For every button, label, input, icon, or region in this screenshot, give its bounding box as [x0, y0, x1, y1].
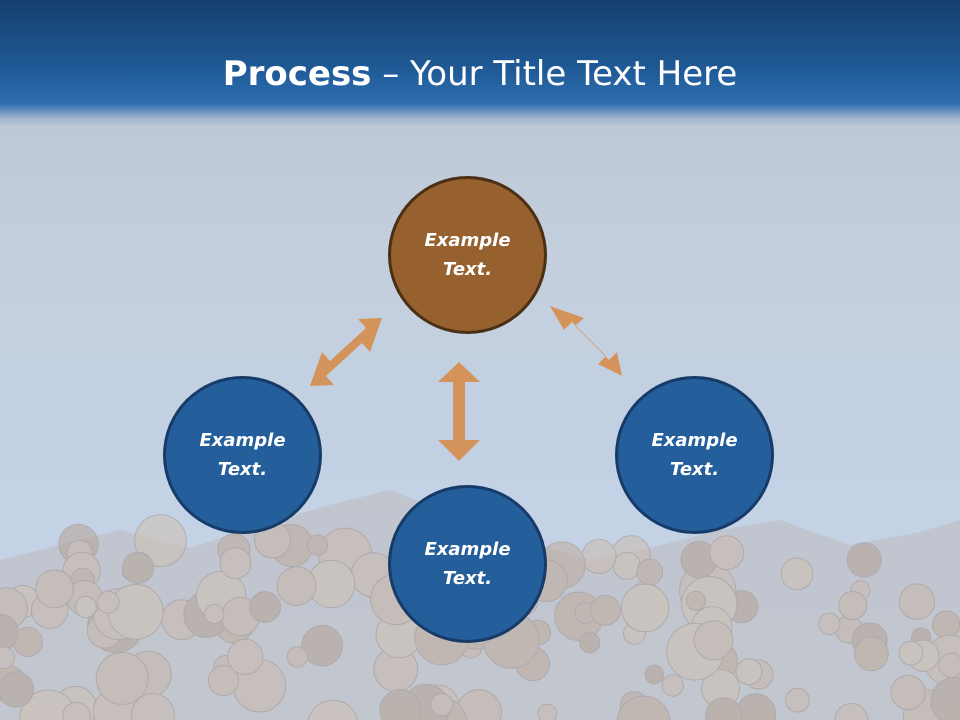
log-end	[306, 534, 329, 556]
log-end	[589, 594, 621, 626]
log-end	[898, 583, 936, 621]
log-end	[249, 591, 282, 623]
log-end	[74, 595, 97, 619]
log-end	[35, 569, 74, 609]
log-end	[134, 514, 187, 567]
log-end	[62, 701, 91, 720]
log-end	[219, 547, 252, 580]
title-bold-text: Process	[222, 54, 372, 94]
log-end	[131, 693, 175, 720]
log-end	[0, 671, 35, 708]
process-node-top: Example Text.	[388, 176, 547, 334]
node-label: Example Text.	[424, 539, 511, 589]
log-end	[620, 583, 670, 633]
log-end	[227, 638, 264, 676]
log-end	[204, 604, 225, 625]
log-end	[709, 535, 745, 571]
log-end	[122, 551, 155, 585]
log-end	[661, 674, 684, 697]
node-label: Example Text.	[424, 230, 511, 280]
log-end	[693, 620, 734, 661]
log-end	[430, 692, 454, 717]
process-node-bottom: Example Text.	[388, 485, 547, 643]
log-end	[930, 676, 960, 720]
log-end	[286, 646, 309, 668]
log-end	[0, 646, 16, 670]
log-end	[818, 612, 841, 635]
log-end	[898, 640, 924, 666]
double-arrow-top-left	[310, 318, 382, 386]
log-end	[537, 703, 558, 720]
log-end	[735, 658, 763, 686]
log-end	[644, 664, 665, 685]
log-end	[301, 624, 344, 667]
log-end	[96, 590, 120, 614]
log-end	[705, 697, 743, 720]
log-end	[579, 632, 601, 654]
slide-title: Process – Your Title Text Here	[0, 52, 960, 96]
title-band	[0, 0, 960, 126]
log-end	[785, 687, 810, 713]
log-end	[616, 695, 671, 720]
node-label: Example Text.	[199, 430, 286, 480]
node-label: Example Text.	[651, 430, 738, 480]
log-end	[276, 566, 317, 606]
log-end	[838, 591, 868, 620]
double-arrow-vertical	[438, 362, 480, 461]
double-arrow-top-right	[550, 306, 622, 376]
log-end	[685, 590, 707, 611]
process-node-left: Example Text.	[163, 376, 322, 534]
log-end	[780, 557, 814, 591]
log-end	[207, 665, 240, 697]
log-end	[379, 689, 422, 720]
log-end	[846, 542, 882, 578]
process-node-right: Example Text.	[615, 376, 774, 534]
title-rest-text: – Your Title Text Here	[371, 54, 738, 94]
log-end	[95, 651, 149, 705]
log-end	[834, 703, 869, 720]
log-end	[890, 674, 926, 711]
log-end	[854, 636, 889, 672]
log-end	[307, 699, 359, 720]
